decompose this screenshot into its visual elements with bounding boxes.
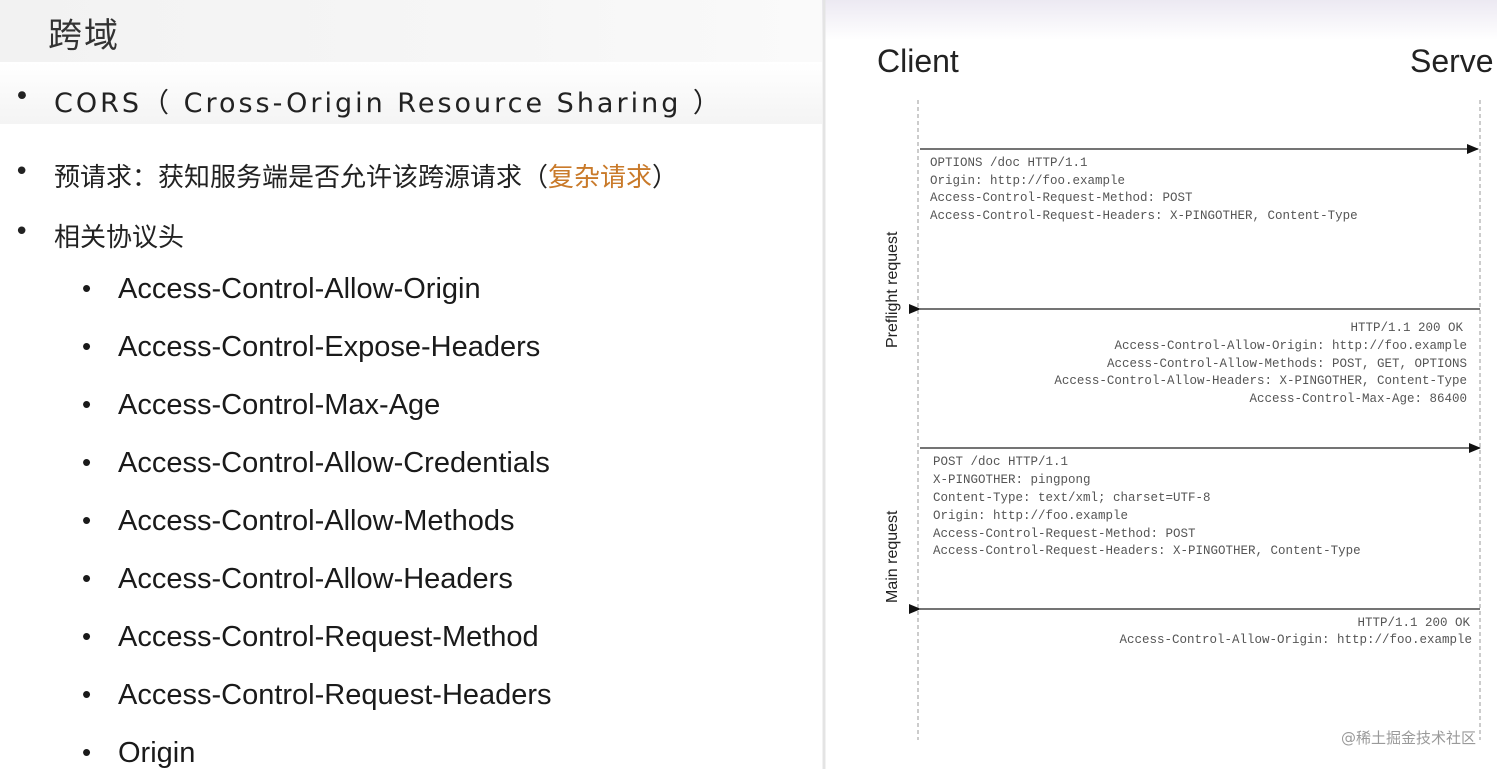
cors-band [0,62,822,124]
http-line: OPTIONS /doc HTTP/1.1 [930,156,1088,170]
bullet-dot: • [82,563,92,593]
http-line: Content-Type: text/xml; charset=UTF-8 [933,491,1211,505]
header-item: • Access-Control-Expose-Headers [82,331,541,364]
slide-title: 跨域 [48,16,120,56]
bullet-cors: • CORS（ Cross-Origin Resource Sharing ） [14,81,723,120]
header-item-text: Access-Control-Expose-Headers [118,331,541,363]
header-item: • Access-Control-Allow-Credentials [82,447,550,480]
header-item-text: Access-Control-Request-Method [118,621,539,653]
header-item-text: Access-Control-Request-Headers [118,679,552,711]
http-line: Access-Control-Request-Method: POST [930,191,1193,205]
header-item-text: Origin [118,737,196,769]
bullet-dot: • [14,81,33,112]
watermark: @稀土掘金技术社区 [1341,729,1476,747]
bullet-dot: • [82,331,92,361]
prereq-end: ） [652,163,679,193]
bullet-dot: • [14,157,30,187]
header-item: • Origin [82,737,196,770]
http-line: Access-Control-Request-Headers: X-PINGOT… [930,209,1358,223]
bullet-dot: • [82,737,92,767]
bullet-dot: • [82,621,92,651]
header-item: • Access-Control-Max-Age [82,389,441,422]
client-label: Client [877,43,959,79]
header-item: • Access-Control-Allow-Headers [82,563,513,596]
title-band [0,0,822,62]
diagram-svg: Client Serve Preflight request Main requ… [822,0,1497,769]
top-fade [822,0,1497,40]
http-line: Access-Control-Request-Method: POST [933,527,1196,541]
http-line: HTTP/1.1 200 OK [1357,616,1470,630]
prereq-text: 预请求：获知服务端是否允许该跨源请求（ [54,163,549,193]
http-line: Access-Control-Max-Age: 86400 [1249,392,1467,406]
http-line: Access-Control-Allow-Origin: http://foo.… [1114,339,1467,353]
bullet-dot: • [82,447,92,477]
http-line: POST /doc HTTP/1.1 [933,455,1068,469]
prereq-highlight: 复杂请求 [548,163,653,193]
header-item: • Access-Control-Request-Method [82,621,539,654]
bullet-dot: • [82,273,92,303]
bullet-dot: • [82,389,92,419]
http-line: Origin: http://foo.example [933,509,1128,523]
header-item-text: Access-Control-Allow-Origin [118,273,481,305]
header-item: • Access-Control-Request-Headers [82,679,552,712]
http-line: Access-Control-Request-Headers: X-PINGOT… [933,544,1361,558]
http-line: Access-Control-Allow-Origin: http://foo.… [1119,633,1472,647]
bullet-dot: • [82,505,92,535]
bullet-dot: • [82,679,92,709]
header-item-text: Access-Control-Allow-Methods [118,505,515,537]
cors-text: CORS（ Cross-Origin Resource Sharing ） [54,88,723,119]
bullet-dot: • [14,217,30,247]
cors-sequence-diagram: Client Serve Preflight request Main requ… [822,0,1497,769]
bullet-related-headers: • 相关协议头 [14,217,185,254]
header-item-text: Access-Control-Max-Age [118,389,441,421]
http-line: X-PINGOTHER: pingpong [933,473,1091,487]
http-line: HTTP/1.1 200 OK [1350,321,1463,335]
header-item: • Access-Control-Allow-Methods [82,505,515,538]
header-item: • Access-Control-Allow-Origin [82,273,481,306]
slide-text-panel: 跨域 • CORS（ Cross-Origin Resource Sharing… [0,0,822,769]
bullet-prerequest: • 预请求：获知服务端是否允许该跨源请求（复杂请求） [14,157,679,194]
http-line: Origin: http://foo.example [930,174,1125,188]
header-item-text: Access-Control-Allow-Credentials [118,447,550,479]
http-line: Access-Control-Allow-Headers: X-PINGOTHE… [1054,374,1467,388]
main-request-label: Main request [884,510,901,603]
preflight-request-label: Preflight request [884,231,901,348]
server-label: Serve [1410,43,1494,79]
header-item-text: Access-Control-Allow-Headers [118,563,513,595]
related-text: 相关协议头 [54,223,185,253]
http-line: Access-Control-Allow-Methods: POST, GET,… [1107,357,1467,371]
